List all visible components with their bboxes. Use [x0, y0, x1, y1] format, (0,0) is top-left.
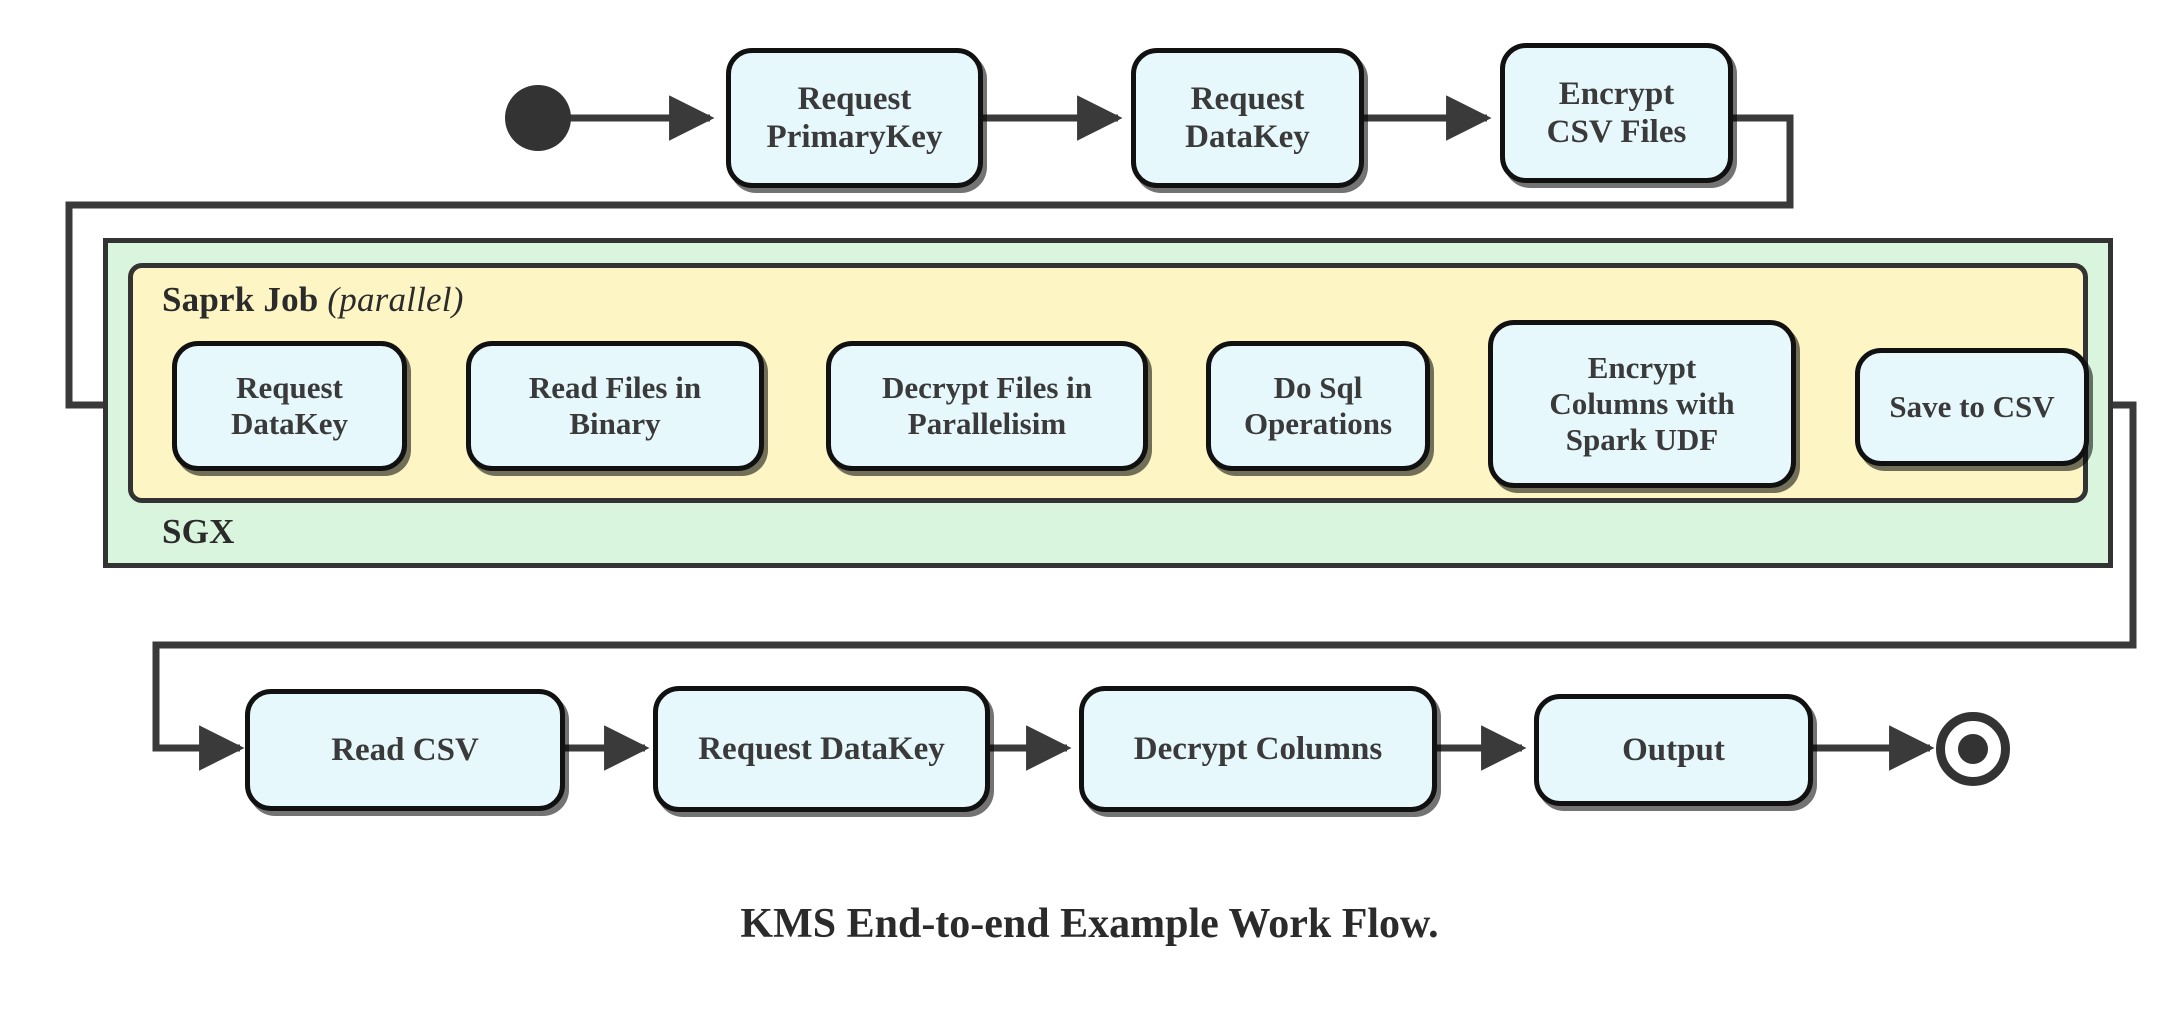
node-label: Request DataKey — [223, 370, 356, 442]
node-label: Decrypt Columns — [1126, 730, 1390, 768]
node-label-line: Request — [1190, 80, 1305, 117]
node-label-line: Decrypt Columns — [1133, 730, 1383, 767]
node-label-line: Parallelisim — [907, 406, 1067, 441]
node-label-line: DataKey — [1185, 119, 1310, 155]
node-label: Output — [1614, 731, 1733, 769]
node-label-line: Read Files in — [528, 370, 702, 406]
node-read-csv[interactable]: Read CSV — [245, 689, 565, 811]
node-label-line: Operations — [1243, 406, 1393, 441]
node-label-line: Request — [797, 80, 912, 117]
node-label-line: Encrypt — [1558, 75, 1675, 112]
node-label: Request DataKey — [690, 730, 953, 768]
node-label: Encrypt Columns with Spark UDF — [1541, 350, 1742, 458]
end-node — [1936, 712, 2010, 786]
node-label: Request DataKey — [1177, 80, 1318, 157]
node-label-line: Binary — [569, 406, 661, 441]
node-label-line: Request — [236, 370, 343, 406]
node-output[interactable]: Output — [1534, 694, 1813, 806]
node-label: Encrypt CSV Files — [1539, 75, 1695, 152]
node-label-line: CSV Files — [1546, 114, 1687, 150]
node-request-datakey-top[interactable]: Request DataKey — [1131, 48, 1364, 188]
node-label-line: Do Sql — [1273, 370, 1363, 406]
edge-save-to-csv-to-read-csv — [152, 401, 2137, 771]
end-node-inner-dot — [1958, 734, 1988, 764]
node-encrypt-columns-with-spark-udf[interactable]: Encrypt Columns with Spark UDF — [1488, 320, 1796, 488]
node-label-line: Columns with — [1549, 386, 1735, 422]
spark-job-label: Saprk Job (parallel) — [162, 280, 464, 320]
spark-job-label-suffix: (parallel) — [327, 280, 464, 319]
node-label-line: Spark UDF — [1565, 421, 1719, 457]
node-label-line: Read CSV — [331, 731, 479, 768]
sgx-label: SGX — [162, 512, 235, 552]
edge-encrypt-csv-to-spark-request-datakey — [65, 114, 1794, 428]
start-node — [505, 85, 571, 151]
node-decrypt-columns[interactable]: Decrypt Columns — [1079, 686, 1437, 812]
node-label-line: Decrypt Files in — [881, 370, 1093, 406]
node-label: Read Files in Binary — [521, 370, 709, 442]
node-label-line: Output — [1622, 731, 1725, 768]
node-label: Do Sql Operations — [1236, 370, 1400, 442]
node-label-line: PrimaryKey — [766, 119, 943, 155]
node-label-line: DataKey — [230, 406, 349, 441]
node-label-line: Encrypt — [1587, 350, 1697, 386]
node-label: Request PrimaryKey — [759, 80, 951, 157]
node-request-datakey-spark[interactable]: Request DataKey — [172, 341, 407, 471]
node-read-files-in-binary[interactable]: Read Files in Binary — [466, 341, 764, 471]
diagram-caption-text: KMS End-to-end Example Work Flow. — [740, 901, 1439, 947]
node-request-datakey-bottom[interactable]: Request DataKey — [653, 686, 990, 812]
node-label-line: Save to CSV — [1889, 389, 2055, 425]
node-do-sql-operations[interactable]: Do Sql Operations — [1206, 341, 1430, 471]
sgx-label-text: SGX — [162, 512, 235, 551]
diagram-caption: KMS End-to-end Example Work Flow. — [0, 900, 2179, 948]
node-save-to-csv[interactable]: Save to CSV — [1855, 348, 2089, 466]
node-request-primarykey[interactable]: Request PrimaryKey — [726, 48, 983, 188]
node-label-line: Request DataKey — [698, 730, 945, 767]
node-label: Read CSV — [323, 731, 487, 769]
spark-job-label-text: Saprk Job — [162, 280, 319, 319]
node-decrypt-files-in-parallelisim[interactable]: Decrypt Files in Parallelisim — [826, 341, 1148, 471]
node-encrypt-csv-files[interactable]: Encrypt CSV Files — [1500, 43, 1733, 183]
node-label: Decrypt Files in Parallelisim — [874, 370, 1100, 442]
node-label: Save to CSV — [1881, 389, 2062, 425]
